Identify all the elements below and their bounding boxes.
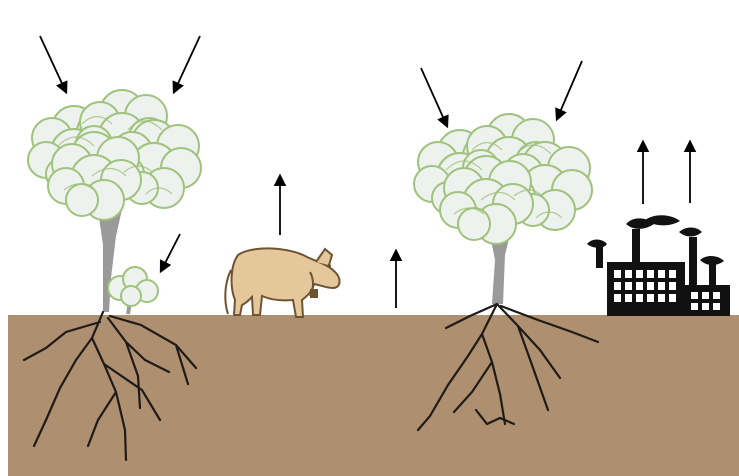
factory (587, 215, 730, 316)
arrow-icon (161, 234, 180, 271)
arrow-icon (557, 61, 582, 119)
left-tree-foliage (28, 90, 201, 220)
cow (225, 248, 339, 317)
arrow-icon (421, 68, 447, 126)
small-plant (108, 267, 158, 314)
arrow-icon (174, 36, 200, 92)
arrow-icon (40, 36, 66, 92)
right-tree-foliage (414, 114, 592, 244)
